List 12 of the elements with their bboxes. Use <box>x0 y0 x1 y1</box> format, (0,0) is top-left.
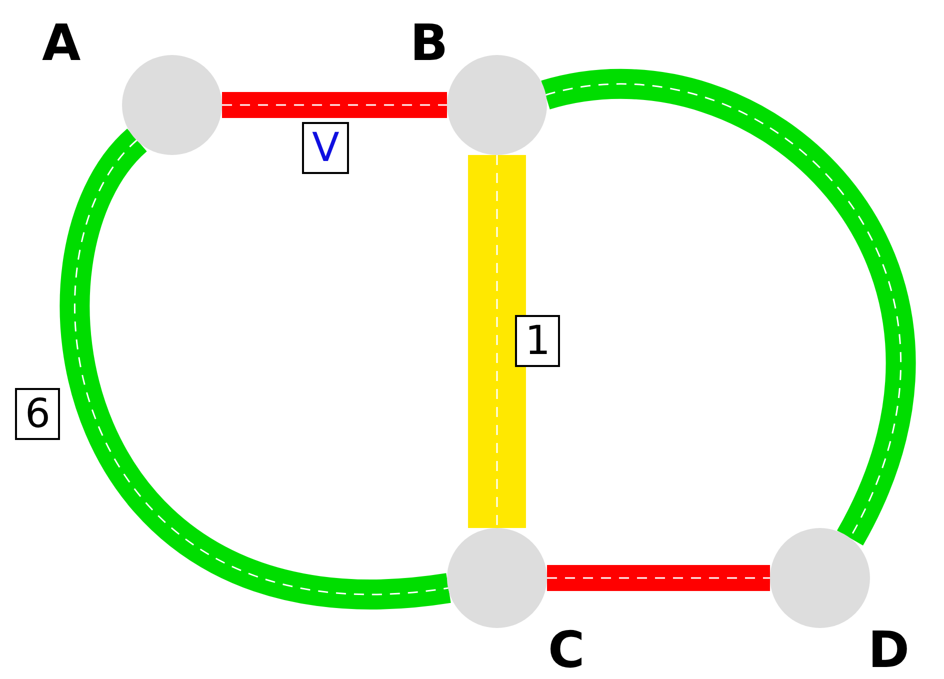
edge-label: 6 <box>15 388 60 440</box>
node-letter: A <box>42 18 81 68</box>
track-line <box>547 565 770 591</box>
node-letter: B <box>410 18 448 68</box>
node-letter: C <box>548 625 585 675</box>
edge-label: 1 <box>515 315 560 367</box>
track-line <box>60 130 450 610</box>
node-letter: D <box>868 625 910 675</box>
track-line <box>222 92 447 118</box>
track-line <box>468 155 526 528</box>
track-line <box>542 70 915 544</box>
edge-label: V <box>302 122 350 174</box>
